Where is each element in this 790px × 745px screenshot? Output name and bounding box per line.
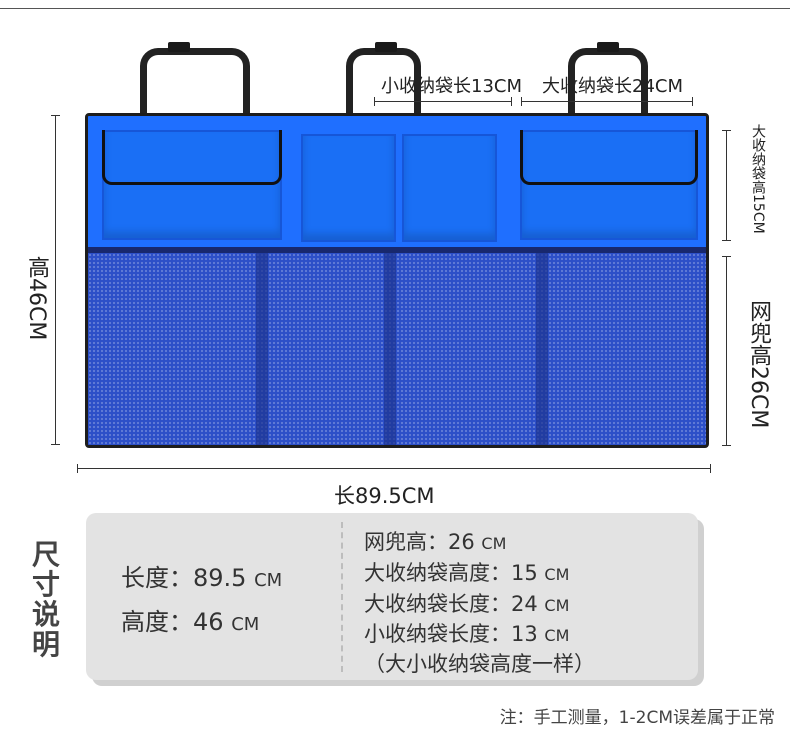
large-pocket-height-line [726, 130, 727, 240]
large-pocket-left [102, 130, 282, 240]
small-pocket-left [301, 134, 396, 242]
top-rule [0, 8, 790, 9]
info-height: 高度：46 CM [121, 602, 259, 637]
mesh-height-line [726, 256, 727, 446]
info-small-pocket-length-unit: CM [544, 626, 570, 645]
tick [710, 464, 711, 473]
tick [722, 130, 731, 131]
info-mesh-height: 网兜高：26 CM [364, 526, 506, 556]
tick [722, 240, 731, 241]
large-pocket-right [520, 130, 698, 240]
info-small-pocket-length: 小收纳袋长度：13 CM [364, 618, 569, 648]
tick [374, 97, 375, 106]
info-large-pocket-height-unit: CM [544, 565, 570, 584]
strap-left [140, 48, 250, 120]
info-small-pocket-length-value: 小收纳袋长度：13 [364, 622, 538, 646]
info-large-pocket-height-value: 大收纳袋高度：15 [364, 561, 538, 585]
large-pocket-right-flap [520, 130, 698, 185]
tick [511, 97, 512, 106]
mesh-pocket [88, 253, 706, 445]
mesh-divider-1 [256, 253, 268, 445]
small-pocket-length-label: 小收纳袋长13CM [381, 76, 523, 97]
organizer-bag [85, 113, 709, 448]
info-length: 长度：89.5 CM [121, 558, 282, 593]
tick [722, 256, 731, 257]
info-note: （大小收纳袋高度一样） [364, 652, 595, 676]
tick [722, 445, 731, 446]
size-title: 尺寸说明 [31, 538, 60, 661]
mesh-divider-2 [384, 253, 396, 445]
length-label: 长89.5CM [334, 484, 435, 508]
info-mesh-height-value: 网兜高：26 [364, 530, 475, 554]
large-pocket-length-label: 大收纳袋长24CM [542, 76, 684, 97]
info-height-value: 高度：46 [121, 608, 224, 636]
buckle-middle-icon [375, 42, 397, 52]
large-pocket-height-label: 大收纳袋高15CM [750, 124, 766, 234]
info-length-value: 长度：89.5 [121, 564, 247, 592]
height-line [55, 115, 56, 445]
tick [692, 97, 693, 106]
info-separator [341, 522, 343, 672]
mesh-height-label: 网兜高26CM [746, 300, 771, 429]
info-mesh-height-unit: CM [481, 534, 507, 553]
footnote: 注：手工测量，1-2CM误差属于正常 [499, 708, 775, 728]
length-line [77, 468, 711, 469]
info-large-pocket-height: 大收纳袋高度：15 CM [364, 557, 569, 587]
info-large-pocket-length: 大收纳袋长度：24 CM [364, 588, 569, 618]
small-pocket-length-line [374, 101, 512, 102]
buckle-left-icon [168, 42, 190, 52]
tick [77, 464, 78, 473]
mesh-divider-3 [536, 253, 548, 445]
tick [521, 97, 522, 106]
info-large-pocket-length-value: 大收纳袋长度：24 [364, 592, 538, 616]
info-large-pocket-length-unit: CM [544, 596, 570, 615]
tick [51, 115, 60, 116]
info-height-unit: CM [231, 614, 260, 635]
large-pocket-length-line [521, 101, 693, 102]
mesh-top-edge [88, 247, 706, 253]
large-pocket-left-flap [102, 130, 282, 185]
buckle-right-icon [597, 42, 619, 52]
tick [51, 444, 60, 445]
small-pocket-right [402, 134, 497, 242]
size-info-panel [86, 513, 698, 680]
info-length-unit: CM [254, 570, 283, 591]
height-label: 高46CM [20, 256, 52, 341]
